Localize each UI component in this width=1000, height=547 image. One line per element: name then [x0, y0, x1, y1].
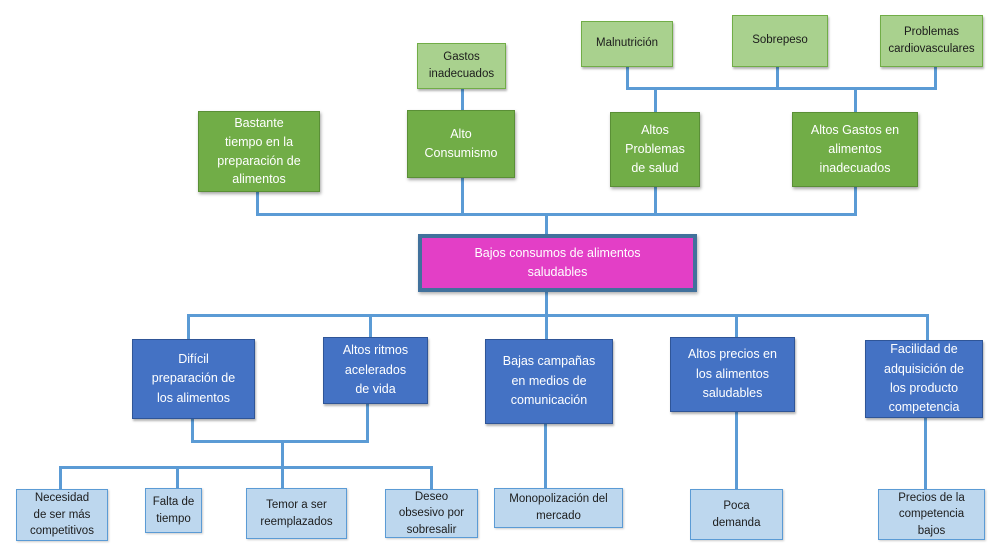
connector-line [256, 213, 857, 216]
connector-line [191, 418, 194, 443]
connector-line [461, 177, 464, 216]
node-dificil-preparacion: Difícil preparación de los alimentos [132, 339, 255, 419]
node-gastos-inadecuados: Gastos inadecuados [417, 43, 506, 89]
node-label: Problemas cardiovasculares [888, 25, 975, 55]
connector-line [366, 403, 369, 443]
node-alto-consumismo: Alto Consumismo [407, 110, 515, 178]
node-altos-precios: Altos precios en los alimentos saludable… [670, 337, 795, 412]
connector-line [176, 466, 179, 489]
node-facilidad-adquisicion: Facilidad de adquisición de los producto… [865, 340, 983, 418]
node-label: Bajas campañas en medios de comunicación [502, 354, 596, 408]
node-label: Bastante tiempo en la preparación de ali… [217, 116, 301, 187]
node-altos-gastos-alimentos: Altos Gastos en alimentos inadecuados [792, 112, 918, 187]
node-label: Poca demanda [712, 499, 761, 529]
node-deseo-obsesivo: Deseo obsesivo por sobresalir [385, 489, 478, 538]
node-poca-demanda: Poca demanda [690, 489, 783, 540]
connector-line [545, 314, 548, 341]
connector-line [545, 213, 548, 236]
connector-line [626, 87, 937, 90]
node-label: Falta de tiempo [152, 495, 195, 525]
node-monopolizacion-mercado: Monopolización del mercado [494, 488, 623, 528]
connector-line [626, 66, 629, 90]
node-malnutricion: Malnutrición [581, 21, 673, 67]
connector-line [854, 186, 857, 216]
connector-line [59, 466, 433, 469]
node-bajas-campanas: Bajas campañas en medios de comunicación [485, 339, 613, 424]
connector-line [735, 314, 738, 339]
node-label: Gastos inadecuados [428, 50, 495, 80]
node-label: Altos ritmos acelerados de vida [342, 343, 409, 397]
connector-line [924, 417, 927, 490]
connector-line [281, 440, 284, 468]
node-label: Altos precios en los alimentos saludable… [688, 347, 777, 401]
node-label: Bajos consumos de alimentos saludables [474, 245, 641, 279]
node-label: Precios de la competencia bajos [898, 491, 965, 537]
connector-line [430, 466, 433, 490]
connector-line [654, 186, 657, 216]
connector-line [544, 423, 547, 489]
node-label: Deseo obsesivo por sobresalir [398, 490, 465, 536]
node-falta-tiempo: Falta de tiempo [145, 488, 202, 533]
connector-line [191, 440, 369, 443]
connector-line [854, 87, 857, 114]
node-problema-central: Bajos consumos de alimentos saludables [418, 234, 697, 292]
node-label: Sobrepeso [752, 34, 808, 47]
node-precios-competencia: Precios de la competencia bajos [878, 489, 985, 540]
node-label: Facilidad de adquisición de los producto… [884, 342, 964, 415]
connector-line [281, 466, 284, 489]
node-label: Altos Gastos en alimentos inadecuados [810, 123, 900, 175]
connector-line [369, 314, 372, 339]
node-label: Alto Consumismo [424, 127, 498, 160]
connector-line [926, 314, 929, 342]
node-bastante-tiempo: Bastante tiempo en la preparación de ali… [198, 111, 320, 192]
node-problemas-cardiovasculares: Problemas cardiovasculares [880, 15, 983, 67]
node-altos-problemas-salud: Altos Problemas de salud [610, 112, 700, 187]
connector-line [256, 191, 259, 216]
connector-line [934, 66, 937, 90]
connector-line [654, 87, 657, 114]
connector-line [461, 88, 464, 112]
node-label: Monopolización del mercado [509, 493, 608, 522]
connector-line [187, 314, 929, 317]
connector-line [545, 291, 548, 317]
connector-line [187, 314, 190, 341]
connector-line [735, 411, 738, 490]
node-label: Malnutrición [596, 37, 658, 50]
node-label: Difícil preparación de los alimentos [151, 351, 236, 405]
node-label: Necesidad de ser más competitivos [30, 492, 94, 538]
node-temor-reemplazados: Temor a ser reemplazados [246, 488, 347, 539]
node-necesidad-competitivos: Necesidad de ser más competitivos [16, 489, 108, 541]
connector-line [59, 466, 62, 490]
node-sobrepeso: Sobrepeso [732, 15, 828, 67]
node-label: Temor a ser reemplazados [260, 498, 333, 528]
node-altos-ritmos: Altos ritmos acelerados de vida [323, 337, 428, 404]
node-label: Altos Problemas de salud [625, 123, 685, 175]
connector-line [776, 66, 779, 90]
